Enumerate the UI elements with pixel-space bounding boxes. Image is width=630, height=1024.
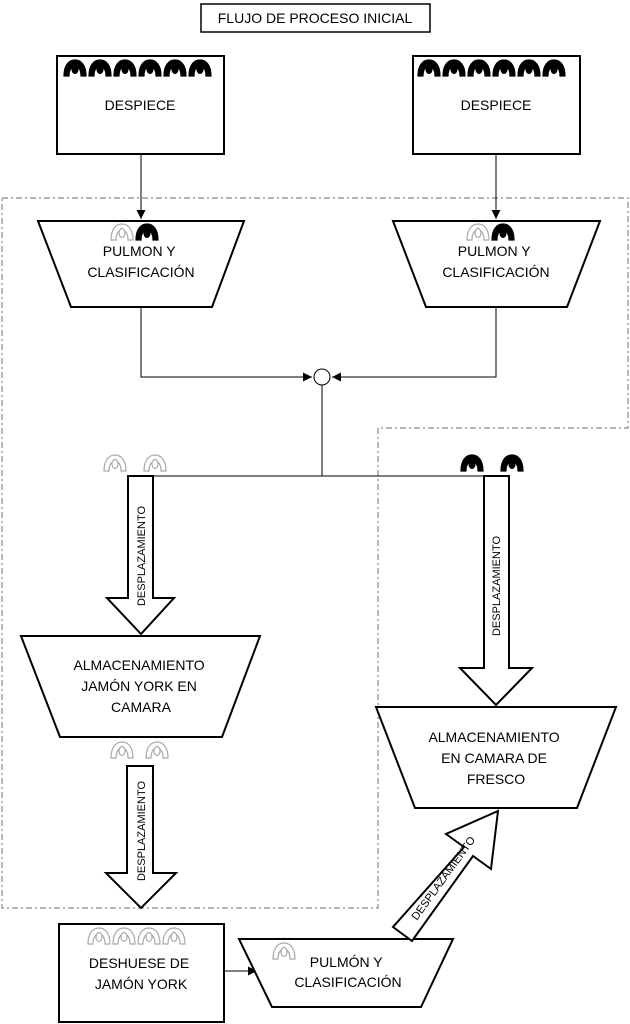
pulmon-right-label: PULMON Y CLASIFICACIÓN bbox=[442, 243, 549, 280]
worker-icon bbox=[460, 454, 484, 472]
worker-icon bbox=[272, 942, 296, 960]
almacenamiento-york-shape bbox=[19, 635, 262, 738]
worker-icon bbox=[87, 927, 111, 945]
dashed-boundary bbox=[1, 197, 629, 909]
worker-icon bbox=[500, 454, 524, 472]
pulmon-right-workers bbox=[466, 223, 515, 241]
pulmon-right-shape bbox=[391, 220, 602, 308]
worker-icon bbox=[110, 741, 134, 759]
displacement-arrow-left-2 bbox=[103, 765, 179, 910]
worker-icon bbox=[88, 59, 112, 77]
worker-icon bbox=[110, 223, 134, 241]
worker-icon bbox=[491, 223, 515, 241]
despiece-left-label: DESPIECE bbox=[105, 97, 176, 113]
worker-icon bbox=[63, 59, 87, 77]
worker-icon bbox=[492, 59, 516, 77]
left-branch-workers bbox=[103, 454, 167, 472]
displacement-arrow-diagonal bbox=[391, 809, 500, 943]
pulmon-bottom-workers bbox=[272, 942, 296, 960]
despiece-left-workers bbox=[63, 59, 212, 77]
worker-icon bbox=[542, 59, 566, 77]
diagram-title: FLUJO DE PROCESO INICIAL bbox=[218, 10, 413, 26]
pulmon-left-shape bbox=[36, 220, 246, 308]
worker-icon bbox=[112, 927, 136, 945]
worker-icon bbox=[138, 59, 162, 77]
worker-icon bbox=[517, 59, 541, 77]
despiece-right-workers bbox=[417, 59, 566, 77]
deshuese-label: DESHUESE DE JAMÓN YORK bbox=[89, 955, 193, 992]
below-york-workers bbox=[110, 741, 169, 759]
almacenamiento-york-label: ALMACENAMIENTO JAMÓN YORK EN CAMARA bbox=[73, 657, 208, 715]
worker-icon bbox=[467, 59, 491, 77]
pulmon-bottom-shape bbox=[237, 938, 455, 1008]
worker-icon bbox=[417, 59, 441, 77]
worker-icon bbox=[137, 927, 161, 945]
title-box bbox=[200, 3, 431, 33]
worker-icon bbox=[188, 59, 212, 77]
displacement-arrow-right-label: DESPLAZAMIENTO bbox=[491, 536, 503, 636]
merge-node bbox=[313, 368, 331, 386]
despiece-right-label: DESPIECE bbox=[461, 97, 532, 113]
displacement-arrow-left-1-label: DESPLAZAMIENTO bbox=[136, 506, 148, 606]
right-branch-workers bbox=[460, 454, 524, 472]
almacenamiento-fresco-label: ALMACENAMIENTO EN CAMARA DE FRESCO bbox=[428, 729, 563, 787]
worker-icon bbox=[466, 223, 490, 241]
worker-icon bbox=[442, 59, 466, 77]
displacement-arrow-left-1 bbox=[104, 475, 177, 636]
worker-icon bbox=[103, 454, 127, 472]
worker-icon bbox=[145, 741, 169, 759]
worker-icon bbox=[143, 454, 167, 472]
deshuese-workers bbox=[87, 927, 186, 945]
displacement-arrow-diagonal-label: DESPLAZAMIENTO bbox=[410, 834, 479, 922]
worker-icon bbox=[135, 223, 159, 241]
almacenamiento-fresco-shape bbox=[374, 706, 618, 809]
worker-icon bbox=[163, 59, 187, 77]
displacement-arrow-right bbox=[457, 475, 535, 707]
pulmon-left-label: PULMON Y CLASIFICACIÓN bbox=[87, 243, 194, 280]
connector-pulmon-right-merge bbox=[332, 307, 497, 382]
worker-icon bbox=[162, 927, 186, 945]
connector-pulmon-left-merge bbox=[140, 307, 312, 382]
pulmon-bottom-label: PULMÓN Y CLASIFICACIÓN bbox=[294, 954, 401, 990]
pulmon-left-workers bbox=[110, 223, 159, 241]
displacement-arrow-left-2-label: DESPLAZAMIENTO bbox=[136, 781, 148, 881]
worker-icon bbox=[113, 59, 137, 77]
